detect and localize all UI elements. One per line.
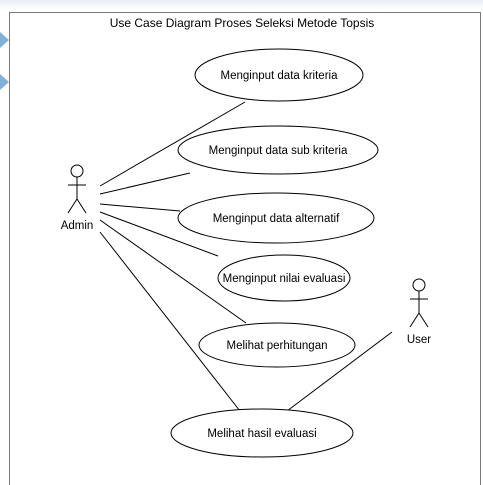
use-case-label: Melihat perhitungan bbox=[226, 340, 327, 352]
use-case-ellipse bbox=[217, 254, 351, 302]
actor-label-user: User bbox=[407, 334, 431, 346]
association-user-uc6 bbox=[286, 331, 393, 412]
use-case-label: Melihat hasil evaluasi bbox=[207, 428, 316, 440]
use-case-label: Menginput data sub kriteria bbox=[209, 145, 348, 157]
use-case-ellipse bbox=[177, 125, 379, 175]
use-case-label: Menginput data alternatif bbox=[213, 213, 340, 225]
use-case-label: Menginput nilai evaluasi bbox=[223, 273, 346, 285]
actor-head bbox=[412, 278, 426, 292]
association-admin-uc3 bbox=[99, 203, 181, 212]
association-admin-uc4 bbox=[99, 211, 219, 257]
associations bbox=[99, 101, 393, 412]
top-fade-decoration bbox=[0, 0, 483, 10]
actor-user bbox=[409, 278, 429, 328]
use-case-label: Menginput data kriteria bbox=[221, 70, 339, 82]
association-admin-uc5 bbox=[99, 219, 247, 324]
association-admin-uc6 bbox=[99, 231, 241, 412]
actor-head bbox=[70, 164, 84, 178]
left-edge-arrow-decoration bbox=[0, 74, 9, 90]
use-case-ellipse bbox=[177, 192, 375, 244]
actor-leg-right bbox=[76, 198, 87, 214]
use-case-uc4: Menginput nilai evaluasi bbox=[217, 254, 351, 302]
actor-admin bbox=[67, 164, 87, 214]
use-case-ellipse bbox=[170, 408, 354, 458]
use-case-uc3: Menginput data alternatif bbox=[177, 192, 375, 244]
association-admin-uc1 bbox=[99, 101, 246, 187]
association-admin-uc2 bbox=[99, 172, 191, 195]
actor-leg-right bbox=[418, 312, 429, 328]
diagram-title: Use Case Diagram Proses Seleksi Metode T… bbox=[110, 16, 375, 30]
use-case-uc6: Melihat hasil evaluasi bbox=[170, 408, 354, 458]
use-case-uc5: Melihat perhitungan bbox=[198, 322, 356, 368]
actor-leg-left bbox=[409, 312, 420, 328]
actor-label-admin: Admin bbox=[61, 220, 94, 232]
diagram-frame bbox=[9, 12, 481, 485]
actor-leg-left bbox=[67, 198, 78, 214]
left-edge-arrow-decoration bbox=[0, 32, 9, 48]
use-case-ellipse bbox=[194, 48, 364, 102]
use-case-ellipse bbox=[198, 322, 356, 368]
use-case-uc2: Menginput data sub kriteria bbox=[177, 125, 379, 175]
use-case-uc1: Menginput data kriteria bbox=[194, 48, 364, 102]
